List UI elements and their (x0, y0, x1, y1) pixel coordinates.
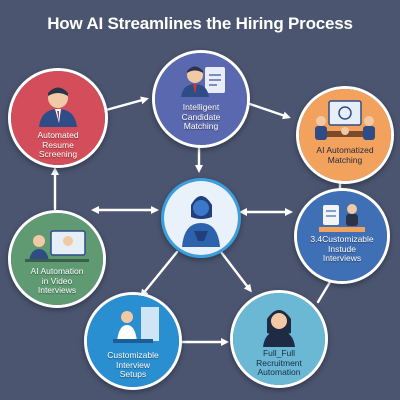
node-customizable-instude-interviews-label: 3.4Customizable Instude Interviews (310, 234, 374, 263)
arrow-resume-to-matching (104, 96, 149, 112)
node-customizable-instude-interviews-bg (297, 191, 387, 281)
node-video-interviews-label: AI Automation in Video Interviews (30, 266, 84, 295)
candidate-profile-icon (181, 66, 225, 97)
node-recruitment-automation-label: Full_Full Recruitment Automation (256, 348, 302, 377)
node-candidate-matching-bg (155, 53, 247, 145)
node-ai-automatized-matching: AI Automatized Matching (296, 86, 394, 184)
interview-desk-icon (319, 204, 365, 232)
arrow-matching-to-automatized (248, 102, 291, 120)
node-recruitment-automation: Full_Full Recruitment Automation (230, 290, 328, 388)
businessman-icon (39, 87, 77, 127)
node-candidate-matching: Intelligent Candidate Matching (152, 50, 250, 148)
diagram-title: How AI Streamlines the Hiring Process (47, 14, 353, 33)
arrow-center-to-setups (140, 250, 179, 298)
node-interview-setups: Customizable Interview Setups (84, 292, 182, 390)
recruiter-woman-icon (263, 310, 295, 347)
node-candidate-matching-label: Intelligent Candidate Matching (181, 102, 221, 131)
node-video-interviews: AI Automation in Video Interviews (8, 210, 106, 308)
node-ai-automatized-matching-label: AI Automatized Matching (316, 145, 374, 165)
node-center-ai-recruiter (161, 178, 241, 258)
node-resume-screening: Automated Resume Screening (8, 68, 108, 168)
video-call-icon (25, 230, 89, 262)
node-interview-setups-label: Customizable Interview Setups (107, 350, 159, 379)
node-resume-screening-label: Automated Resume Screening (37, 130, 79, 159)
ai-recruiter-icon (182, 196, 220, 247)
node-customizable-instude-interviews: 3.4Customizable Instude Interviews (294, 188, 390, 284)
arrow-center-to-recruitment (219, 250, 252, 293)
interview-setup-icon (113, 307, 159, 343)
ai-meeting-icon (315, 100, 375, 140)
